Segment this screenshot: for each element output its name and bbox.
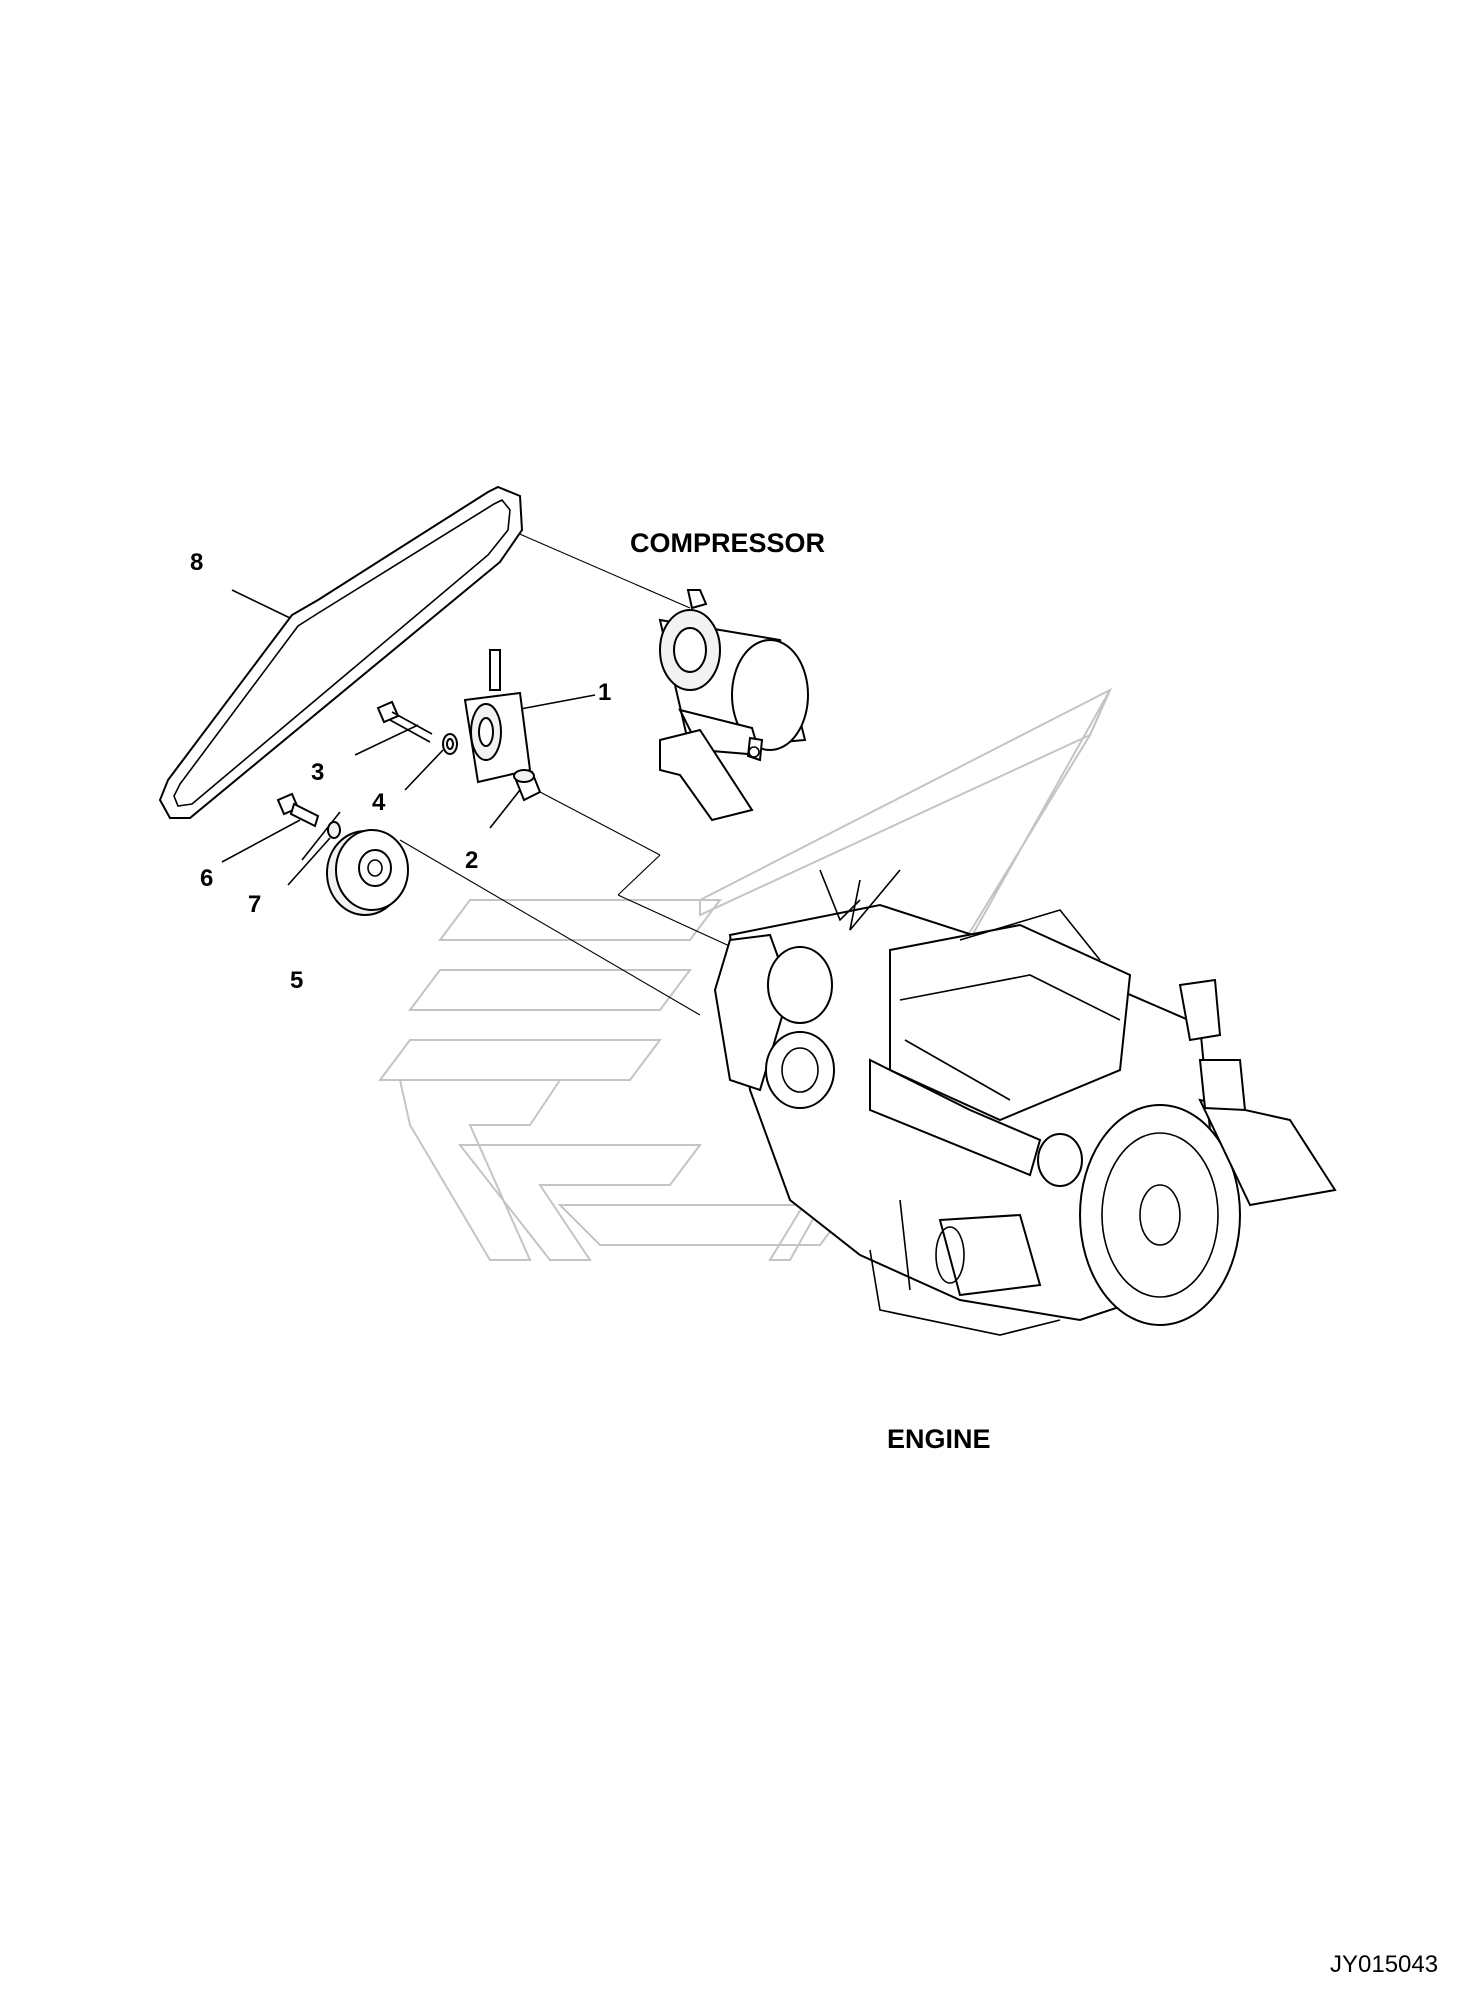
engine-label: ENGINE <box>887 1424 991 1454</box>
callout-8: 8 <box>190 549 203 576</box>
callout-5: 5 <box>290 967 303 994</box>
tensioner-bracket <box>463 649 532 784</box>
callout-3: 3 <box>311 759 324 786</box>
washer-4 <box>442 733 458 755</box>
drawing-reference: JY015043 <box>1330 1951 1438 1978</box>
leader-4 <box>404 749 444 791</box>
compressor-drawing <box>658 589 809 822</box>
callout-4: 4 <box>372 789 386 816</box>
leader-7 <box>287 837 331 886</box>
bolt-3 <box>376 700 433 743</box>
spacer <box>513 769 542 802</box>
engine-drawing <box>713 869 1337 1336</box>
leader-lines <box>221 531 761 1016</box>
belt <box>158 485 524 819</box>
leader-5 <box>301 811 341 861</box>
washer-7 <box>327 821 341 839</box>
callout-1: 1 <box>598 679 611 706</box>
leader-8 <box>231 589 291 619</box>
compressor-label: COMPRESSOR <box>630 528 825 558</box>
leader-6 <box>221 819 301 863</box>
callout-2: 2 <box>465 847 478 874</box>
callout-7: 7 <box>248 891 261 918</box>
pulley <box>326 829 409 916</box>
bolt-6 <box>276 792 320 828</box>
callout-6: 6 <box>200 865 213 892</box>
leader-1 <box>514 694 596 711</box>
leader-2 <box>489 789 521 829</box>
